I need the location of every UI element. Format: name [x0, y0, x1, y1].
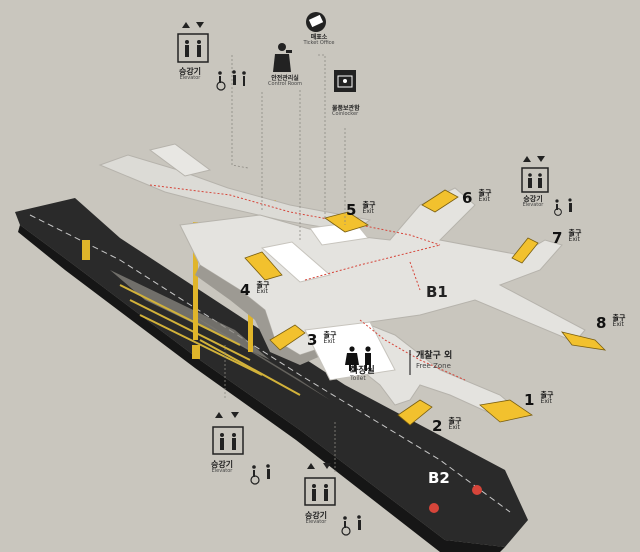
control-room-ko: 안전관리실 [271, 75, 299, 82]
toilet-ko: 화장실 [350, 366, 375, 376]
coin-locker-icon [334, 70, 356, 92]
exit-4-number: 4 [240, 281, 251, 299]
exit-8-number: 8 [596, 314, 607, 332]
exit-5-label: 5 출구 Exit [346, 202, 375, 218]
exit-3-en: Exit [323, 338, 335, 345]
toilet-box [304, 321, 396, 381]
b1-shadow [195, 265, 345, 365]
exit-4-ramp [244, 251, 283, 281]
exit-3-ramp [269, 324, 306, 351]
ticket-office-icon [306, 12, 326, 32]
elevator-bottom-ko: 승강기 [304, 511, 328, 520]
elevator-top-en: Elevator [179, 75, 201, 81]
wheelchair-icon-bottom [341, 515, 361, 536]
elevator-right-label: 승강기 Elevator [515, 196, 551, 208]
exit-7-ramp [511, 237, 539, 264]
gate-block [260, 241, 332, 283]
control-room-en: Control Room [268, 81, 302, 87]
elevator-icon-bottom-left [212, 412, 244, 455]
exit-8-ramp [560, 331, 607, 351]
elevator-bottom-left-label: 승강기 Elevator [202, 461, 242, 474]
ticket-office-label: 매표소 Ticket Office [300, 35, 338, 46]
exit-6-en: Exit [478, 196, 490, 203]
exit-2-en: Exit [448, 424, 460, 431]
elevator-shaft-left [82, 240, 90, 260]
upper-walkway [98, 154, 372, 233]
exit-6-label: 6 출구 Exit [462, 190, 491, 206]
exit-2-label: 2 출구 Exit [432, 418, 461, 434]
escalator-right [185, 310, 330, 400]
exit-1-ramp [479, 399, 533, 423]
route-lines [149, 184, 466, 381]
exit-7-label: 7 출구 Exit [552, 230, 581, 246]
elevator-icon-bottom [304, 463, 336, 506]
exit-8-ko: 출구 [612, 314, 626, 322]
elevator-right-ko: 승강기 [523, 195, 543, 203]
exit-6-ramp [421, 189, 459, 213]
exit-2-ramp [397, 399, 433, 426]
free-zone-ko: 개찰구 외 [416, 351, 453, 361]
elevator-icon-right [521, 156, 549, 193]
exit-1-ko: 출구 [540, 391, 554, 399]
toilet-icon [345, 346, 371, 371]
exit-3-ko: 출구 [323, 331, 337, 339]
exit-2-ko: 출구 [448, 417, 462, 425]
elevator-top-label: 승강기 Elevator [168, 68, 212, 81]
coin-locker-en: Coinlocker [332, 111, 359, 117]
exit-ramps [244, 189, 607, 426]
ticket-office-en: Ticket Office [303, 40, 335, 46]
exit-5-ko: 출구 [362, 201, 376, 209]
toilet-en: Toilet [350, 375, 366, 382]
elevator-bottom-label: 승강기 Elevator [296, 512, 336, 525]
escalator-rails [119, 284, 301, 396]
elevator-bottom-en: Elevator [305, 519, 327, 525]
toilet-label: 화장실 Toilet [350, 367, 375, 382]
exit-3-number: 3 [307, 331, 318, 349]
exit-7-en: Exit [568, 236, 580, 243]
elevator-top-ko: 승강기 [178, 67, 202, 76]
wheelchair-icon-right [554, 198, 572, 216]
ticket-office-ko: 매표소 [310, 34, 328, 41]
elevator-icon-top [177, 22, 209, 63]
floor-b2-label: B2 [428, 469, 450, 487]
exit-1-number: 1 [524, 391, 535, 409]
wheelchair-icon [216, 70, 246, 91]
exit-4-en: Exit [256, 288, 268, 295]
control-room-icon [273, 43, 292, 72]
exit-8-label: 8 출구 Exit [596, 315, 625, 331]
elevator-bottom-left-en: Elevator [211, 468, 233, 474]
upper-walkway-bridge [148, 143, 212, 177]
coin-locker-ko: 물품보관함 [332, 105, 360, 112]
exit-6-ko: 출구 [478, 189, 492, 197]
free-zone-label: 개찰구 외 Free Zone [416, 352, 452, 370]
coin-locker-label: 물품보관함 Coinlocker [332, 106, 360, 117]
wheelchair-icon-bottom-left [250, 464, 270, 485]
free-zone-en: Free Zone [416, 362, 451, 370]
control-room-label: 안전관리실 Control Room [262, 76, 308, 87]
exit-6-number: 6 [462, 189, 473, 207]
elevator-shaft-mid [192, 345, 200, 359]
exit-7-ko: 출구 [568, 229, 582, 237]
emergency-icon [429, 485, 482, 513]
exit-3-label: 3 출구 Exit [307, 332, 336, 348]
leader-lines [224, 54, 346, 472]
exit-4-label: 4 출구 Exit [240, 282, 269, 298]
exit-1-label: 1 출구 Exit [524, 392, 553, 408]
b2-platform [15, 198, 528, 547]
b2-track-line [29, 214, 511, 513]
exit-1-en: Exit [540, 398, 552, 405]
exit-5-en: Exit [362, 208, 374, 215]
exit-5-ramp [324, 211, 369, 233]
exit-2-number: 2 [432, 417, 443, 435]
floor-b1-label: B1 [426, 283, 448, 301]
elevator-right-en: Elevator [522, 202, 544, 208]
exit-4-ko: 출구 [256, 281, 270, 289]
exit-5-number: 5 [346, 201, 357, 219]
exit-8-en: Exit [612, 321, 624, 328]
elevator-bottom-left-ko: 승강기 [210, 460, 234, 469]
exit-7-number: 7 [552, 229, 563, 247]
